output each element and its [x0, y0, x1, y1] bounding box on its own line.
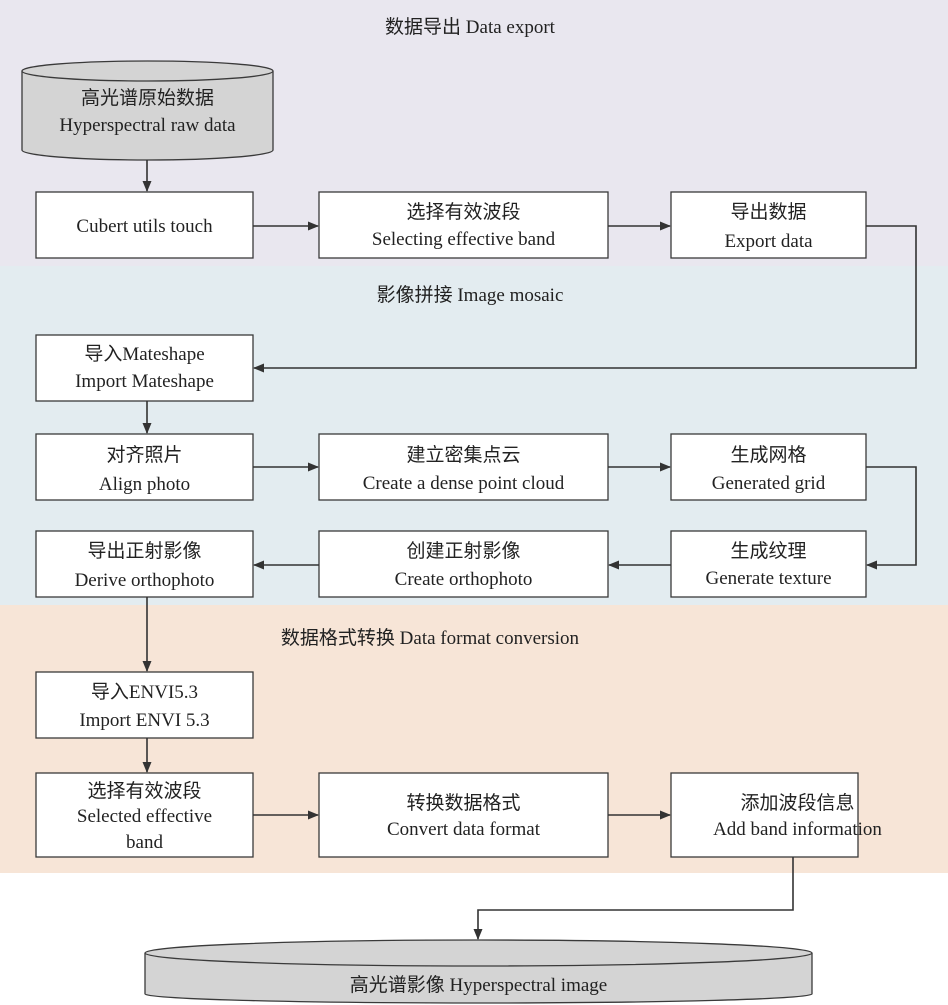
step-box — [318, 530, 609, 598]
step-box — [670, 772, 859, 858]
step-label-zh: 转换数据格式 — [406, 792, 520, 814]
step-label-zh: 导入ENVI5.3 — [91, 682, 198, 703]
step-add-band-information: 添加波段信息 Add band information — [670, 772, 882, 858]
step-box — [670, 530, 867, 598]
output-database-body — [144, 953, 813, 1004]
step-derive-orthophoto: 导出正射影像 Derive orthophoto — [35, 530, 254, 598]
step-label-en: Import Mateshape — [75, 371, 214, 392]
step-label-zh: 导入Mateshape — [84, 344, 204, 365]
step-label-en: Generated grid — [712, 473, 826, 494]
step-label-en: Create orthophoto — [395, 569, 533, 590]
arrow-export-to-import-mateshape — [253, 225, 917, 373]
step-label-en: Align photo — [99, 474, 190, 495]
step-import-envi: 导入ENVI5.3 Import ENVI 5.3 — [35, 671, 254, 739]
step-box — [35, 191, 254, 259]
step-export-data: 导出数据 Export data — [670, 191, 867, 259]
step-align-photo: 对齐照片 Align photo — [35, 433, 254, 501]
output-database-label: 高光谱影像 Hyperspectral image — [350, 974, 607, 996]
step-box — [35, 433, 254, 501]
step-label-zh: 添加波段信息 — [740, 792, 854, 814]
step-label-en: Derive orthophoto — [75, 570, 215, 591]
step-box — [670, 191, 867, 259]
source-database-label-en: Hyperspectral raw data — [59, 115, 236, 136]
arrow-add-band-info-to-output — [473, 857, 794, 940]
step-label-zh: 导出正射影像 — [87, 540, 201, 562]
output-database-top — [144, 939, 813, 967]
step-box — [35, 772, 254, 858]
step-box — [318, 191, 609, 259]
step-label-en: Import ENVI 5.3 — [79, 710, 209, 731]
step-create-dense-point-cloud: 建立密集点云 Create a dense point cloud — [318, 433, 609, 501]
step-label-en-line-1: Selected effective — [77, 806, 212, 827]
arrow-grid-to-texture — [866, 466, 917, 570]
source-database-cylinder: 高光谱原始数据 Hyperspectral raw data — [21, 60, 274, 161]
output-database-cylinder: 高光谱影像 Hyperspectral image — [144, 939, 813, 1004]
source-database-top — [21, 60, 274, 82]
step-label-zh: 导出数据 — [730, 201, 806, 223]
step-box — [318, 433, 609, 501]
step-box — [35, 530, 254, 598]
step-label-zh: 生成网格 — [730, 444, 806, 466]
step-selecting-effective-band: 选择有效波段 Selecting effective band — [318, 191, 609, 259]
source-database-body — [21, 71, 274, 161]
section-title-image-mosaic: 影像拼接 Image mosaic — [377, 284, 564, 306]
step-selected-effective-band: 选择有效波段 Selected effective band — [35, 772, 254, 858]
step-generated-grid: 生成网格 Generated grid — [670, 433, 867, 501]
step-label-en: Create a dense point cloud — [363, 473, 565, 494]
step-box — [35, 334, 254, 402]
connectors — [142, 160, 917, 940]
step-label-en: Export data — [724, 231, 813, 252]
section-title-data-format-conversion: 数据格式转换 Data format conversion — [281, 627, 580, 649]
step-label-en-line-2: band — [126, 832, 163, 853]
step-box — [318, 772, 609, 858]
step-label: Cubert utils touch — [76, 216, 213, 237]
section-title-data-export: 数据导出 Data export — [385, 16, 556, 38]
step-label-zh: 选择有效波段 — [406, 201, 520, 223]
step-label-zh: 创建正射影像 — [406, 540, 520, 562]
step-label-en: Add band information — [713, 819, 882, 840]
step-import-mateshape: 导入Mateshape Import Mateshape — [35, 334, 254, 402]
source-database-label-zh: 高光谱原始数据 — [81, 87, 214, 109]
step-label-zh: 建立密集点云 — [406, 444, 520, 466]
step-box — [670, 433, 867, 501]
step-cubert-utils-touch: Cubert utils touch — [35, 191, 254, 259]
step-box — [35, 671, 254, 739]
step-label-en: Convert data format — [387, 819, 541, 840]
step-convert-data-format: 转换数据格式 Convert data format — [318, 772, 609, 858]
step-create-orthophoto: 创建正射影像 Create orthophoto — [318, 530, 609, 598]
step-generate-texture: 生成纹理 Generate texture — [670, 530, 867, 598]
step-label-zh: 对齐照片 — [106, 444, 182, 466]
step-label-en: Generate texture — [705, 568, 831, 589]
step-label-en: Selecting effective band — [372, 229, 556, 250]
step-label-zh: 选择有效波段 — [87, 780, 201, 802]
step-label-zh: 生成纹理 — [730, 540, 806, 562]
